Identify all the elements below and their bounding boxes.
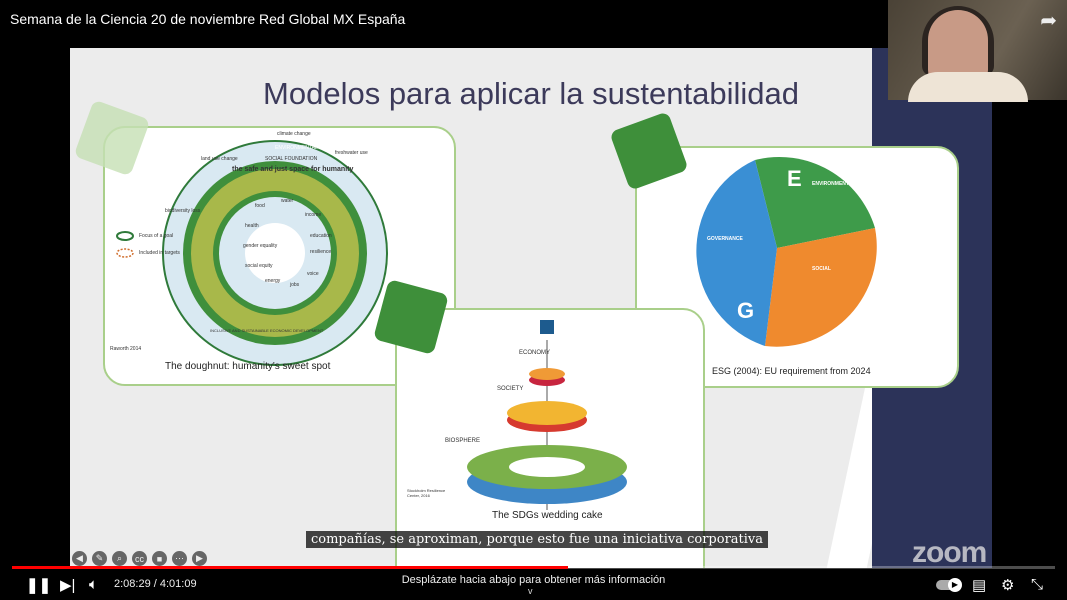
doughnut-source: Raworth 2014 (110, 346, 142, 352)
inner-social-equity: social equity (245, 263, 273, 269)
inner-gender: gender equality (243, 243, 278, 249)
inner-food: food (255, 203, 265, 209)
presentation-slide: Modelos para aplicar la sustentabilidad … (70, 48, 992, 568)
subtitles-icon[interactable]: ▤ (972, 577, 987, 594)
sdg-cake-card: ECONOMY SOCIETY BIOSPHERE Stockholm Resi… (395, 308, 705, 568)
cake-source: Stockholm Resilience Center, 2016 (407, 488, 446, 498)
autoplay-toggle[interactable]: ▶ (936, 578, 962, 592)
cake-society: SOCIETY (497, 386, 524, 392)
settings-gear-icon[interactable]: ⚙ (1001, 577, 1015, 594)
pause-icon[interactable]: ❚❚ (26, 577, 52, 594)
ring-text: the safe and just space for humanity (232, 166, 354, 173)
caption-text: compañías, se aproximan, porque esto fue… (306, 531, 769, 548)
sdg-wedding-cake (467, 320, 627, 510)
pen-icon[interactable]: ✎ (92, 551, 107, 566)
doughnut-caption: The doughnut: humanity's sweet spot (165, 361, 331, 372)
chevron-down-icon[interactable]: v (528, 586, 533, 596)
doughnut-card: Focus of a goal Included in targets the … (103, 126, 456, 386)
more-icon[interactable]: ⋯ (172, 551, 187, 566)
share-icon[interactable]: ➦ (1040, 10, 1057, 32)
ceiling-text: ENVIRONMENTAL CEILING (275, 145, 339, 151)
cc-icon[interactable]: cc (132, 551, 147, 566)
inner-income: income (305, 212, 322, 218)
progress-bar[interactable] (12, 566, 1055, 569)
outer-freshwater: freshwater use (335, 150, 368, 156)
esg-social: SOCIAL (812, 266, 831, 272)
inner-energy: energy (265, 278, 281, 284)
cake-economy: ECONOMY (519, 350, 551, 356)
scroll-hint[interactable]: Desplázate hacia abajo para obtener más … (401, 574, 666, 586)
time-display: 2:08:29 / 4:01:09 (114, 578, 197, 590)
exit-fullscreen-icon[interactable]: ⤡ (1031, 576, 1044, 593)
legend-focus: Focus of a goal (139, 233, 174, 239)
zoom-logo: zoom (912, 536, 987, 568)
inner-health: health (245, 223, 259, 229)
progress-fill (12, 566, 568, 569)
camera-icon[interactable]: ■ (152, 551, 167, 566)
inner-resilience: resilience (310, 249, 332, 255)
social-foundation: SOCIAL FOUNDATION (265, 156, 318, 162)
next-icon[interactable]: ▶| (60, 577, 76, 594)
esg-letter-s: S (882, 266, 897, 291)
back-icon[interactable]: ◀ (72, 551, 87, 566)
cake-caption: The SDGs wedding cake (492, 510, 603, 521)
forward-icon[interactable]: ▶ (192, 551, 207, 566)
magnify-icon[interactable]: ⌕ (112, 551, 127, 566)
player-controls: ❚❚ ▶| 🔈︎ 2:08:29 / 4:01:09 Desplázate ha… (0, 572, 1067, 600)
outer-landuse: land use change (201, 156, 238, 162)
esg-governance: GOVERNANCE (707, 236, 743, 242)
esg-letter-e: E (787, 166, 802, 191)
inner-jobs: jobs (290, 282, 300, 288)
esg-letter-g: G (737, 298, 755, 323)
zoom-annotation-toolbar: ◀ ✎ ⌕ cc ■ ⋯ ▶ (72, 551, 207, 566)
outer-biodiversity: biodiversity loss (165, 208, 201, 214)
video-title: Semana de la Ciencia 20 de noviembre Red… (10, 11, 406, 27)
inner-water: water (281, 198, 294, 204)
speaker-webcam (888, 0, 1067, 102)
inner-voice: voice (307, 271, 319, 277)
esg-environment: ENVIRONMENT (812, 181, 849, 187)
bottom-text: INCLUSIVE AND SUSTAINABLE ECONOMIC DEVEL… (210, 328, 324, 333)
inner-education: education (310, 233, 332, 239)
outer-climate: climate change (277, 131, 311, 137)
slide-title: Modelos para aplicar la sustentabilidad (263, 76, 799, 111)
esg-caption: ESG (2004): EU requirement from 2024 (712, 366, 871, 376)
volume-icon[interactable]: 🔈︎ (89, 576, 99, 593)
legend-targets: Included in targets (139, 250, 180, 256)
cake-biosphere: BIOSPHERE (445, 438, 481, 444)
doughnut-diagram (116, 140, 388, 366)
speaker-body (908, 72, 1028, 102)
esg-wheel (696, 157, 877, 347)
